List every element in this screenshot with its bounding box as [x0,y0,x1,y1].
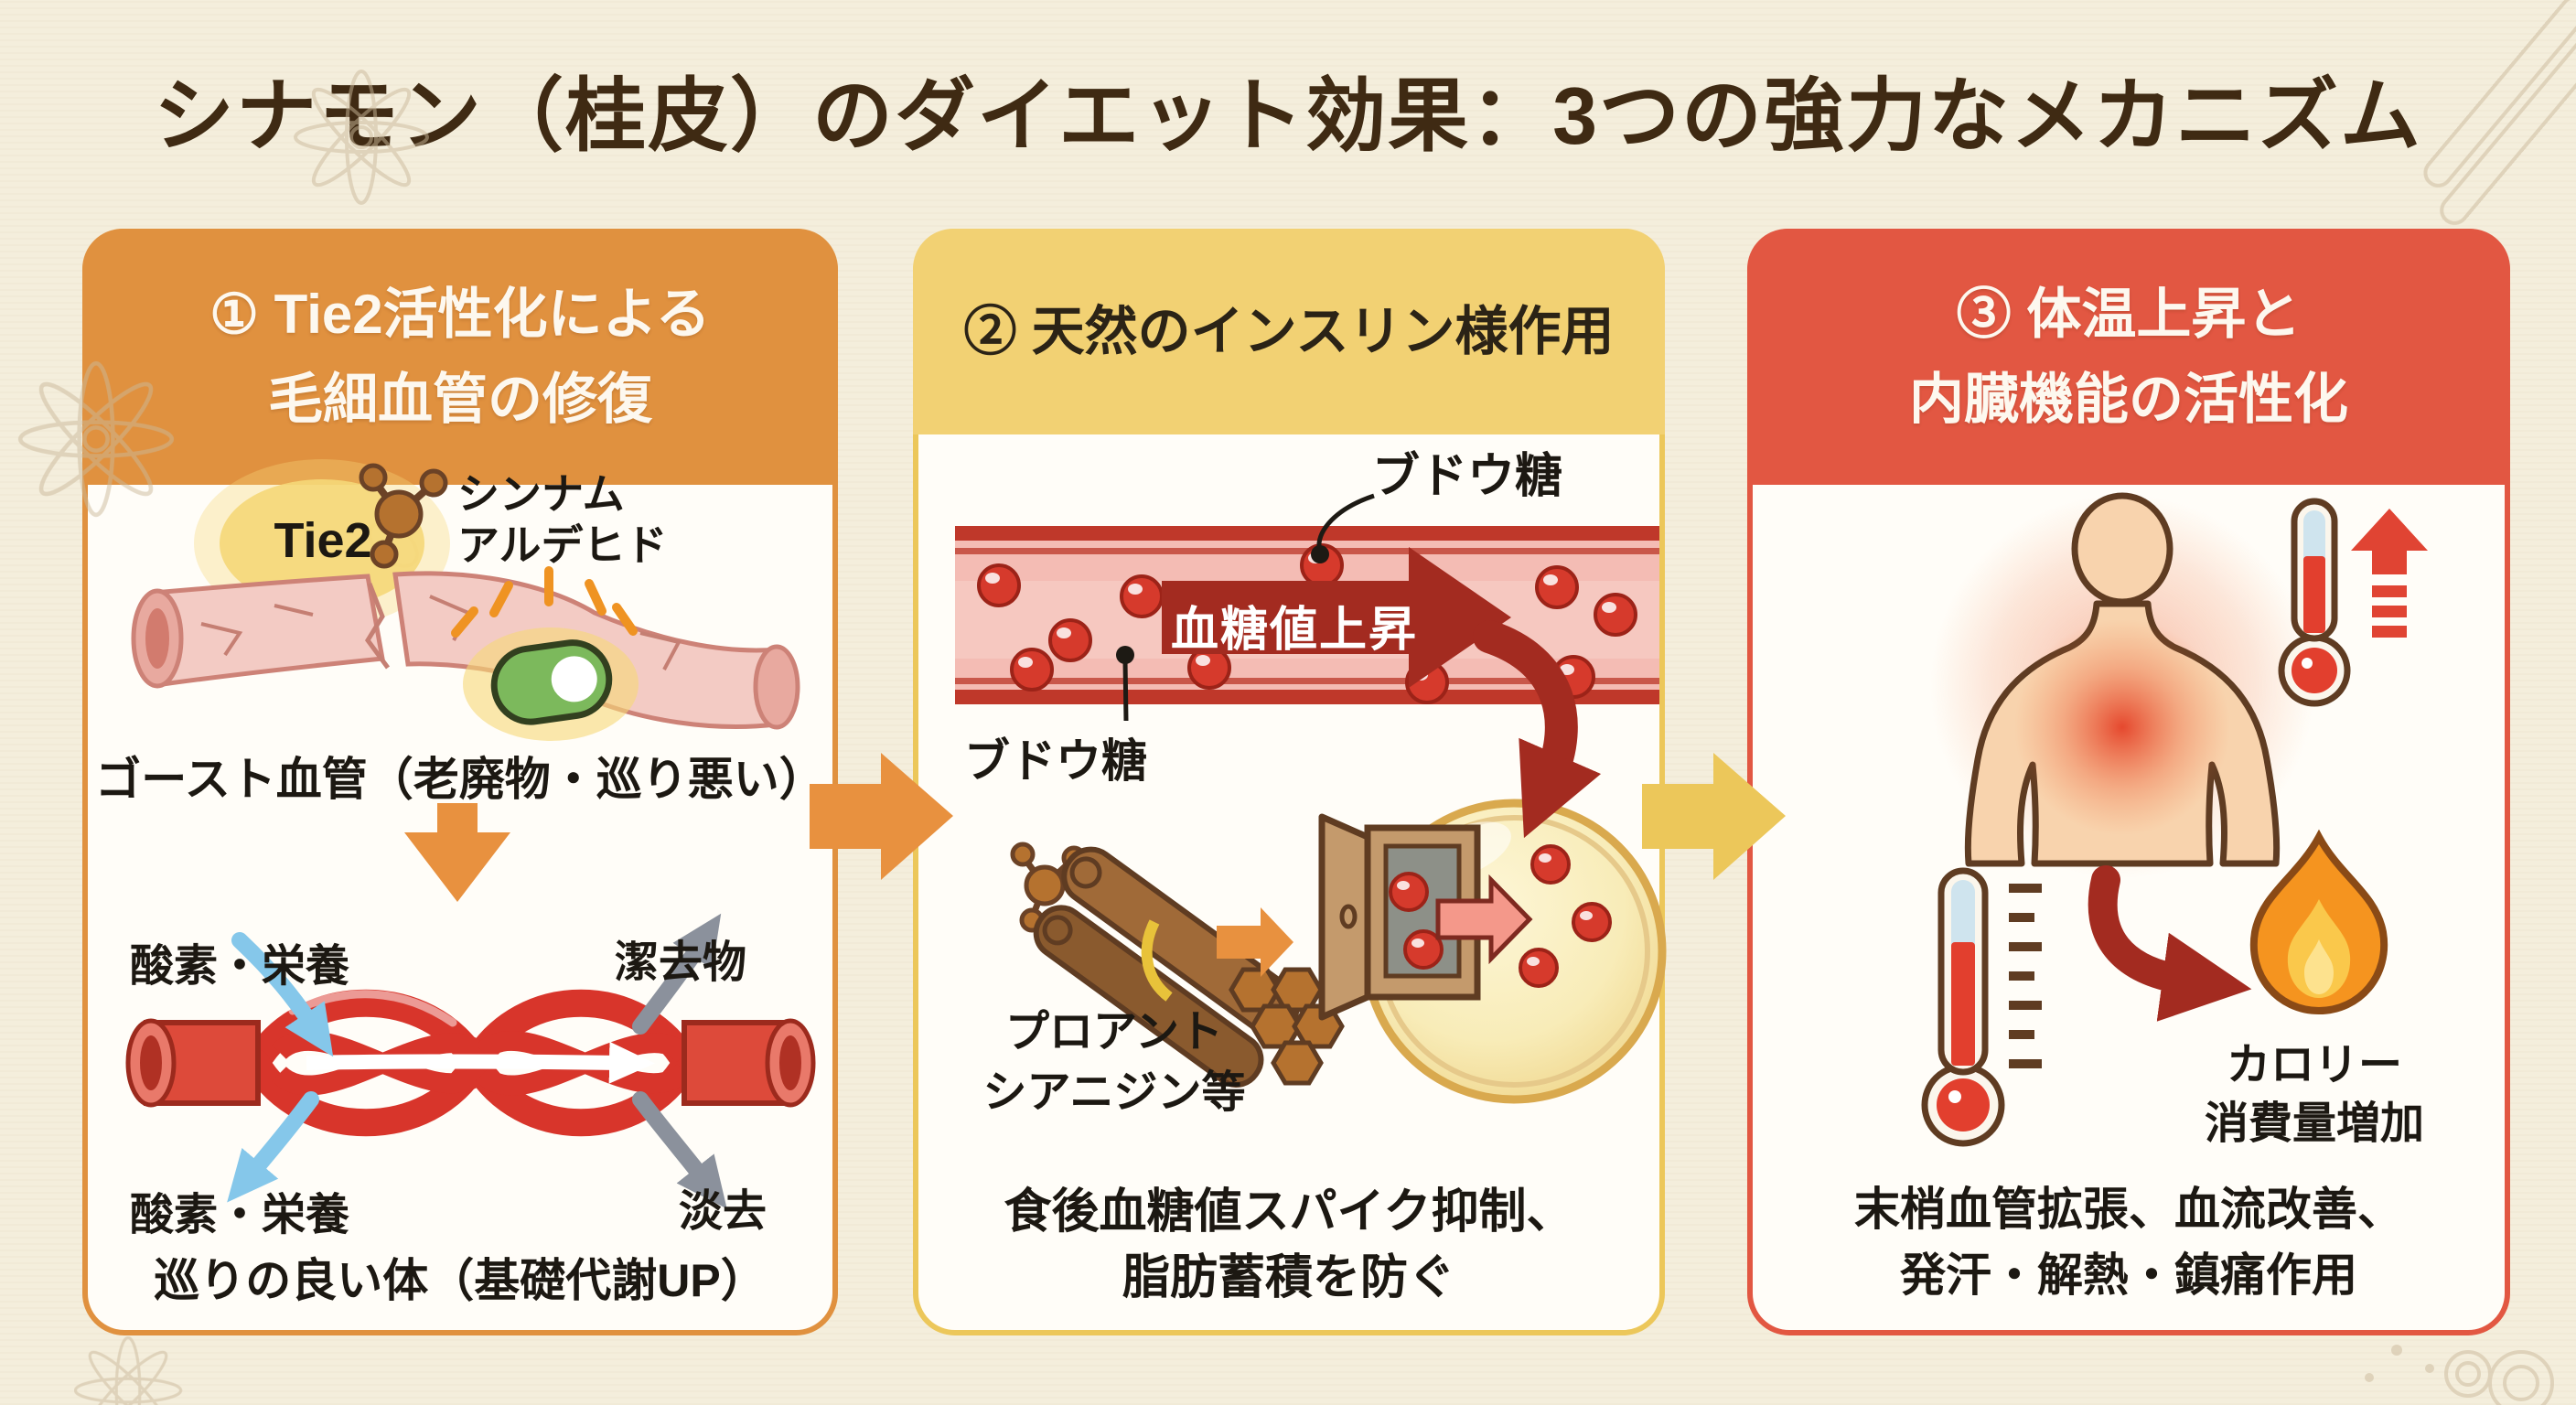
blood-sugar-rise-label: 血糖値上昇 [1171,604,1419,657]
oxygen-nutrient-label-top: 酸素・栄養 [130,942,350,991]
panel1-header: ① Tie2活性化による 毛細血管の修復 [82,229,838,485]
panel3-header-line1: ③ 体温上昇と [1956,284,2302,345]
panel-body-temperature: ③ 体温上昇と 内臓機能の活性化 [1747,229,2510,1335]
star-anise-icon [73,1335,183,1405]
waste-label-bottom: 淡去 [679,1187,767,1236]
panel2-caption-line1: 食後血糖値スパイク抑制、 [1004,1185,1574,1239]
calorie-label-line2: 消費量増加 [2204,1099,2424,1148]
panel3-caption-line2: 発汗・解熱・鎮痛作用 [1900,1249,2357,1301]
panel2-caption-line2: 脂肪蓄積を防ぐ [1122,1251,1455,1304]
good-circulation-caption: 巡りの良い体（基礎代謝UP） [154,1255,767,1306]
proanthocyanidin-line1: プロアント [1004,1008,1224,1056]
waste-label-top: 潔去物 [615,938,747,987]
panel1-header-line1: ① Tie2活性化による [209,284,711,345]
glucose-label-left: ブドウ糖 [964,735,1147,787]
tie2-label: Tie2 [274,513,372,568]
page-title: シナモン（桂皮）のダイエット効果：3つの強力なメカニズム [153,70,2423,161]
proanthocyanidin-label: プロアント シアニジン等 [931,1003,1297,1123]
cinnamaldehyde-line1: シンナム [457,470,625,518]
panel-tie2-capillary: ① Tie2活性化による 毛細血管の修復 [82,229,838,1335]
oxygen-nutrient-label-bottom: 酸素・栄養 [130,1191,350,1239]
cinnamaldehyde-label: シンナム アルデヒド [457,468,668,571]
powder-dots [2365,1345,2434,1382]
panel3-header: ③ 体温上昇と 内臓機能の活性化 [1747,229,2510,485]
cinnamon-curl-icon [2444,1350,2554,1405]
panel2-header-line: ② 天然のインスリン様作用 [963,301,1615,361]
cinnamaldehyde-line2: アルデヒド [457,521,668,569]
panel3-caption-line1: 末梢血管拡張、血流改善、 [1854,1184,2403,1235]
glucose-label-top: ブドウ糖 [1372,450,1563,503]
proanthocyanidin-line2: シアニジン等 [982,1068,1246,1117]
calorie-label-line1: カロリー [2226,1041,2402,1089]
panel3-header-line2: 内臓機能の活性化 [1909,369,2348,430]
ghost-vessel-caption: ゴースト血管（老廃物・巡り悪い） [95,754,825,805]
panel1-header-line2: 毛細血管の修復 [268,369,652,430]
panel2-header: ② 天然のインスリン様作用 [913,229,1665,434]
